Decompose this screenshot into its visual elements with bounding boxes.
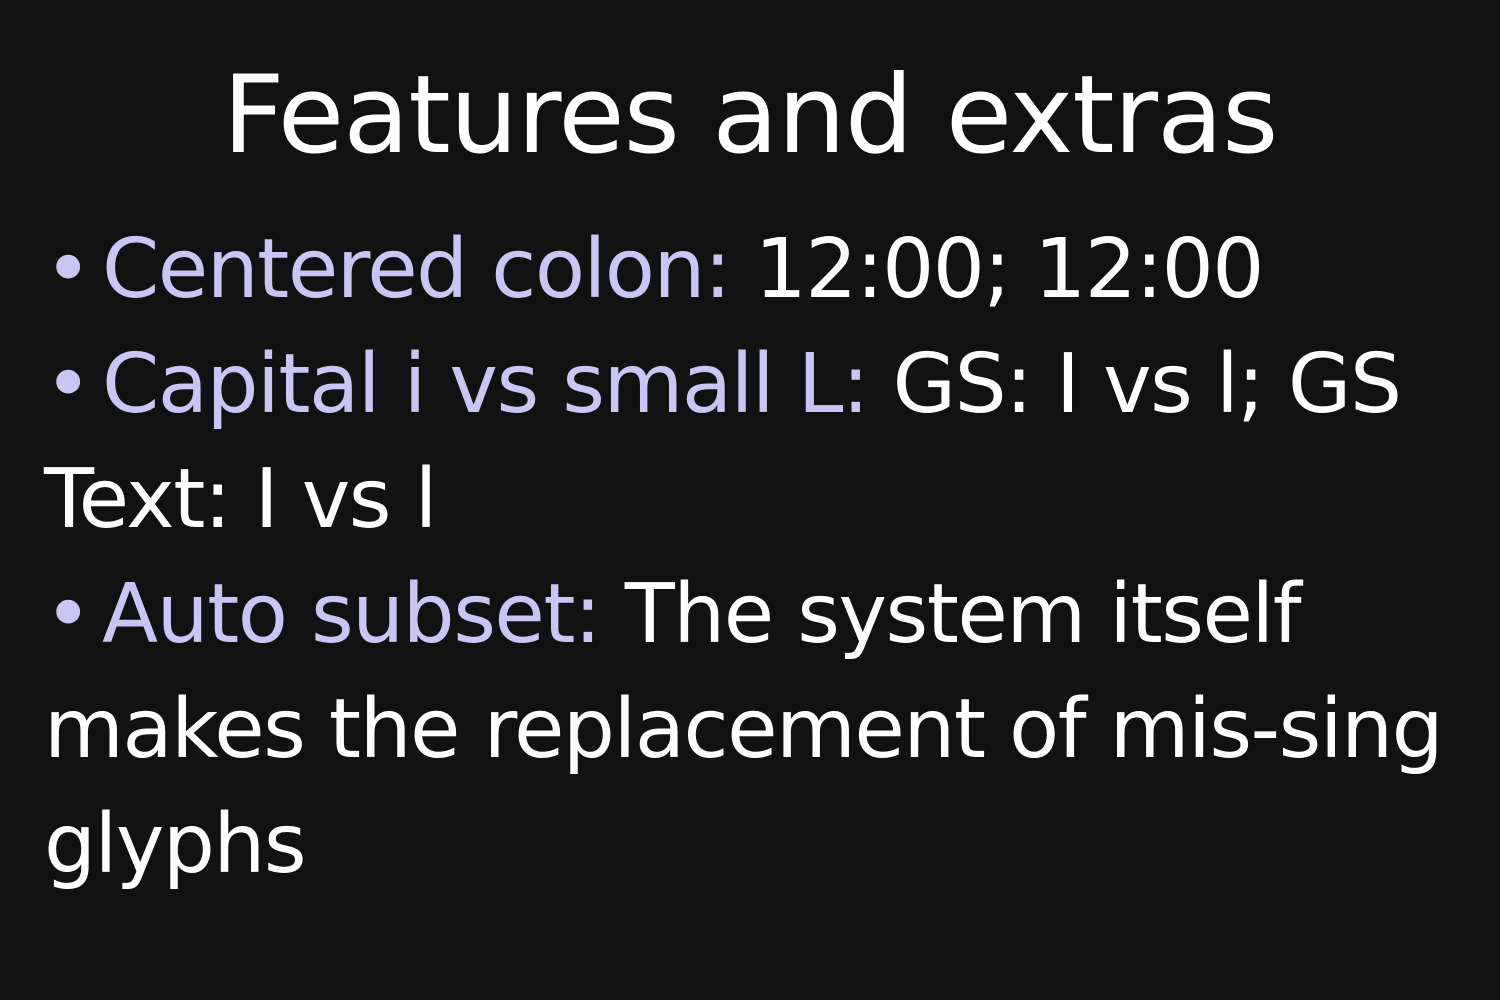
- bullet-icon: •: [44, 222, 92, 317]
- bullet-icon: •: [44, 567, 92, 662]
- bullet-text: GS: I vs l; GS Text: I vs l: [44, 337, 1402, 547]
- bullet-label: Auto subset:: [102, 567, 602, 662]
- bullet-item-capital-i-vs-small-l: •Capital i vs small L: GS: I vs l; GS Te…: [44, 327, 1474, 557]
- bullet-label: Centered colon:: [102, 222, 732, 317]
- bullet-label: Capital i vs small L:: [102, 337, 870, 432]
- bullet-item-centered-colon: •Centered colon: 12:00; 12:00: [44, 212, 1474, 327]
- bullet-text: 12:00; 12:00: [730, 222, 1265, 317]
- bullet-text: The system itself makes the replacement …: [44, 567, 1444, 892]
- bullet-item-auto-subset: •Auto subset: The system itself makes th…: [44, 557, 1474, 902]
- bullet-list: •Centered colon: 12:00; 12:00 •Capital i…: [44, 212, 1474, 902]
- bullet-icon: •: [44, 337, 92, 432]
- slide-title: Features and extras: [222, 53, 1279, 178]
